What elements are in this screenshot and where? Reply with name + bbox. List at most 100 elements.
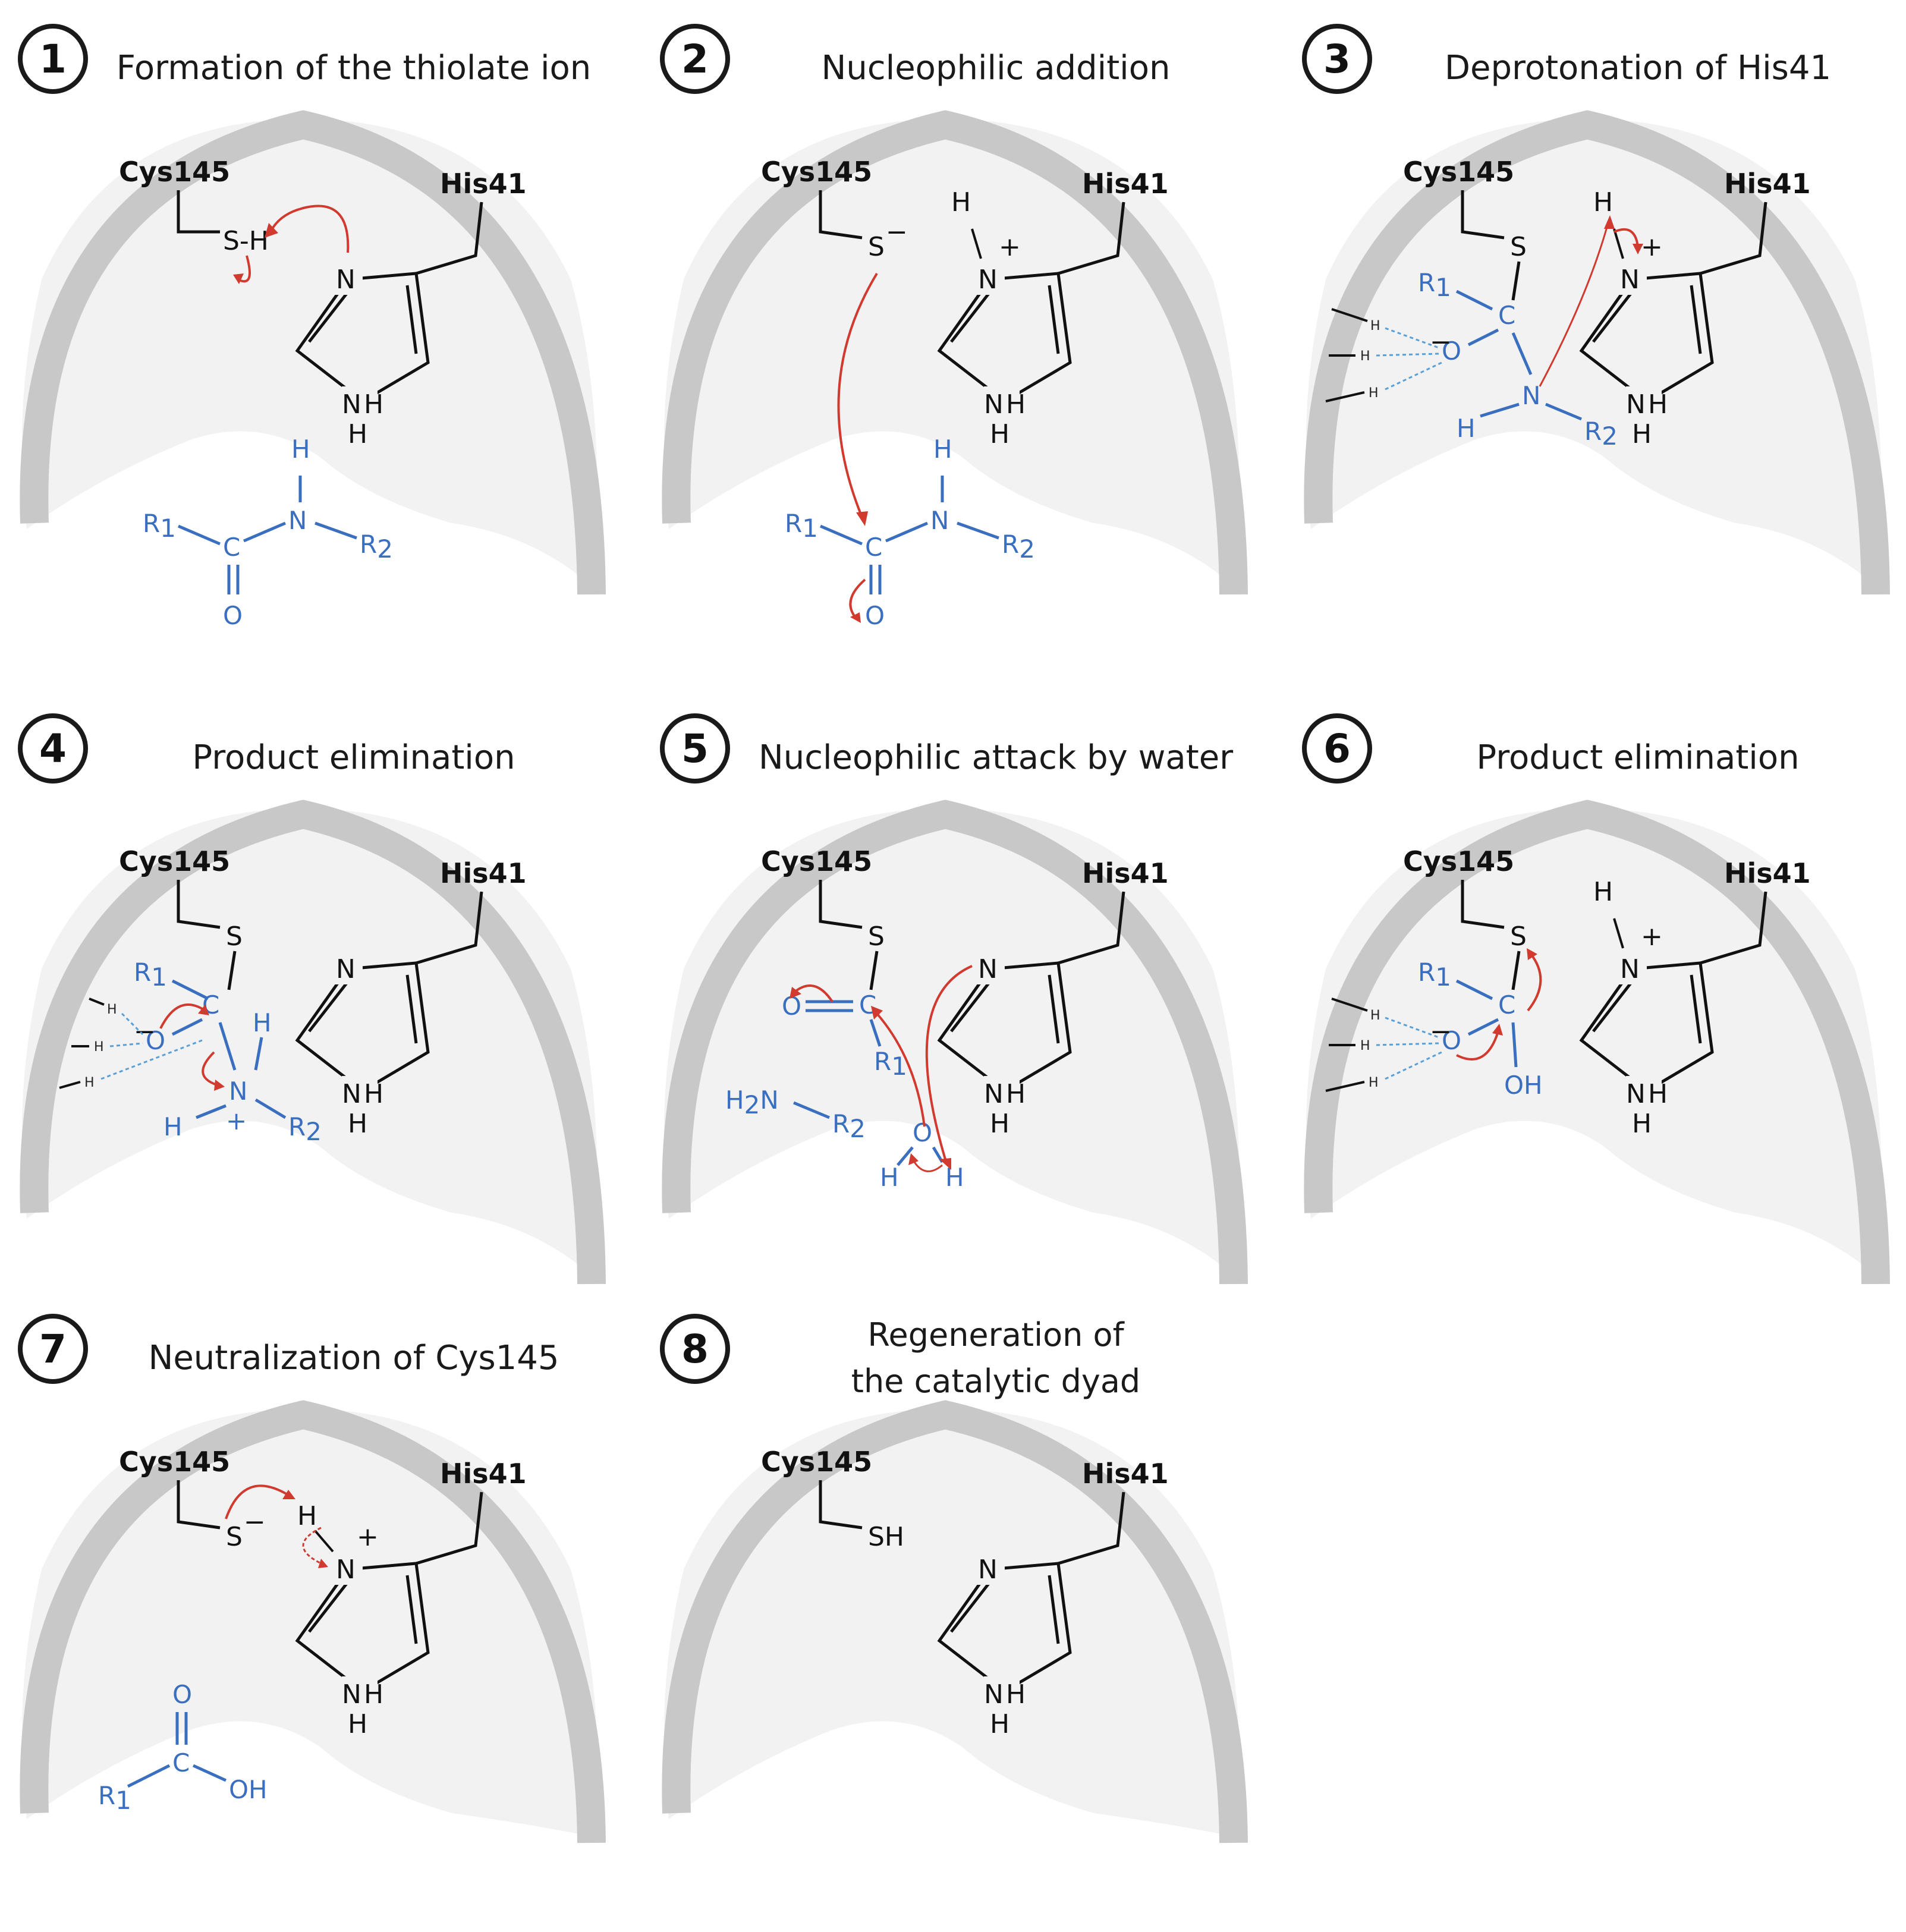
protein-arc (1304, 800, 1890, 1285)
thioether-s: S (226, 921, 243, 952)
svg-text:H: H (990, 1709, 1009, 1739)
pocket-background (663, 808, 1240, 1278)
minus-charge: − (886, 217, 908, 247)
amide-n: N (288, 506, 307, 535)
curved-arrow (1456, 1031, 1499, 1061)
curved-arrow (159, 1003, 206, 1029)
plus-charge: + (357, 1522, 379, 1552)
svg-text:H: H (84, 1075, 95, 1090)
panel-step-8: 8 Regeneration of the catalytic dyad Cys… (642, 1290, 1260, 1932)
curved-arrow (202, 1051, 218, 1086)
imidazole-nh: N (984, 389, 1004, 420)
ammonium-n: N (229, 1077, 247, 1106)
oxyanion-hole: H H H (1325, 998, 1442, 1092)
r2-group: R2 (288, 1112, 322, 1146)
amide-n: N (1522, 381, 1540, 410)
mechanism-diagram: Cys145 S R1 C O − OH H H H His41 (1304, 800, 1890, 1285)
step-header: 8 Regeneration of the catalytic dyad (642, 1290, 1260, 1409)
svg-text:H: H (364, 1679, 383, 1710)
imidazole-n: N (978, 954, 998, 984)
mechanism-diagram: Cys145 S − His41 N H + N H H O C (20, 1400, 606, 1843)
curved-arrow (1539, 222, 1609, 387)
r1-group: R1 (1418, 268, 1451, 302)
cys145-residue: Cys145 S (761, 845, 885, 990)
amine-h2n: H2N (725, 1085, 779, 1119)
svg-text:H: H (94, 1040, 104, 1055)
step-number-badge: 3 (1302, 24, 1372, 94)
acid-oh: OH (229, 1775, 268, 1804)
curved-arrow (269, 204, 350, 253)
his41-residue: His41 N N H H (937, 1458, 1169, 1739)
electron-arrows (790, 965, 973, 1172)
step-title: Regeneration of the catalytic dyad (851, 1316, 1141, 1400)
tetrahedral-intermediate: R1 C O − N H H + R2 (134, 958, 322, 1146)
protein-arc (1304, 110, 1890, 595)
protein-pocket (1304, 800, 1890, 1285)
panel-step-6: 6 Product elimination Cys145 S R1 C O − … (1284, 690, 1902, 1332)
svg-text:H: H (348, 1709, 367, 1739)
electron-arrows (1456, 948, 1542, 1061)
protein-pocket (20, 110, 606, 595)
carboxylic-acid-product: O C R1 OH (98, 1680, 268, 1815)
carbonyl-c: C (865, 533, 882, 562)
protein-pocket (20, 800, 606, 1285)
mechanism-diagram: Cys145 S − His41 N H + N H H R1 C (662, 110, 1248, 630)
protein-arc (662, 1400, 1248, 1843)
cys145-residue: Cys145 S − (119, 1446, 266, 1552)
imidazole-nh: N (1626, 1079, 1646, 1109)
step-number-badge: 7 (18, 1314, 88, 1384)
mechanism-diagram: Cys145 S R1 C O − N H H + R2 H (20, 800, 606, 1285)
svg-text:H: H (1632, 1109, 1652, 1139)
r2-group: R2 (1002, 530, 1035, 564)
panel-step-2: 2 Nucleophilic addition Cys145 S − His41… (642, 0, 1260, 642)
panel-step-1: 1 Formation of the thiolate ion Cys145 S… (0, 0, 618, 642)
his41-label: His41 (1082, 168, 1169, 200)
cys145-label: Cys145 (1403, 845, 1514, 877)
imidazole-n: N (978, 1555, 998, 1585)
plus-charge: + (1641, 232, 1663, 262)
protein-arc (20, 800, 606, 1285)
mechanism-diagram: Cys145 S C O R1 H2N R2 O H H His41 (662, 800, 1248, 1285)
his41-residue: His41 N H + N H H (937, 168, 1169, 449)
r2-group: R2 (1584, 417, 1618, 451)
step-number-badge: 1 (18, 24, 88, 94)
cys145-label: Cys145 (761, 1446, 872, 1478)
step-number-badge: 8 (660, 1314, 730, 1384)
r1-group: R1 (98, 1781, 131, 1815)
cys145-label: Cys145 (119, 845, 230, 877)
mechanism-diagram: Cys145 S-H His41 N N H H R1 C O N (20, 110, 606, 630)
pocket-background (1306, 808, 1882, 1278)
svg-text:H: H (1648, 1079, 1668, 1109)
cys145-label: Cys145 (119, 156, 230, 188)
curved-arrow (225, 1484, 290, 1519)
protein-arc (662, 800, 1248, 1285)
his41-label: His41 (1082, 857, 1169, 889)
panel-step-5: 5 Nucleophilic attack by water Cys145 S … (642, 690, 1260, 1332)
step-header: 5 Nucleophilic attack by water (642, 690, 1260, 808)
his41-residue: His41 N H + N H H (1579, 168, 1811, 449)
step-header: 6 Product elimination (1284, 690, 1902, 808)
svg-text:H: H (348, 1109, 367, 1139)
panel-step-3: 3 Deprotonation of His41 Cys145 S R1 C O… (1284, 0, 1902, 642)
imidazole-nh: N (1626, 389, 1646, 420)
cys145-residue: Cys145 S (1403, 845, 1527, 990)
his41-residue: His41 N H + N H H (1579, 857, 1811, 1139)
tetrahedral-c: C (1498, 990, 1515, 1020)
oxyanion-hole: H H H (1325, 308, 1442, 402)
thioester-s: S (868, 921, 885, 952)
thioester-s: S (1510, 921, 1527, 952)
imidazole-nh: N (984, 1679, 1004, 1710)
r1-group: R1 (1418, 958, 1451, 992)
step-number-badge: 5 (660, 713, 730, 784)
step-title: Nucleophilic addition (821, 49, 1171, 87)
svg-text:H: H (348, 419, 367, 449)
oxyanion-o: O (146, 1026, 165, 1055)
cys145-residue: Cys145 SH (761, 1446, 904, 1552)
cys145-label: Cys145 (761, 156, 872, 188)
water-h: H (945, 1163, 964, 1192)
oxyanion-o: O (1442, 1026, 1461, 1055)
svg-text:H: H (1370, 319, 1380, 333)
step-number-badge: 6 (1302, 713, 1372, 784)
imidazole-n-protonated: N (336, 1555, 356, 1585)
svg-text:H: H (364, 389, 383, 420)
